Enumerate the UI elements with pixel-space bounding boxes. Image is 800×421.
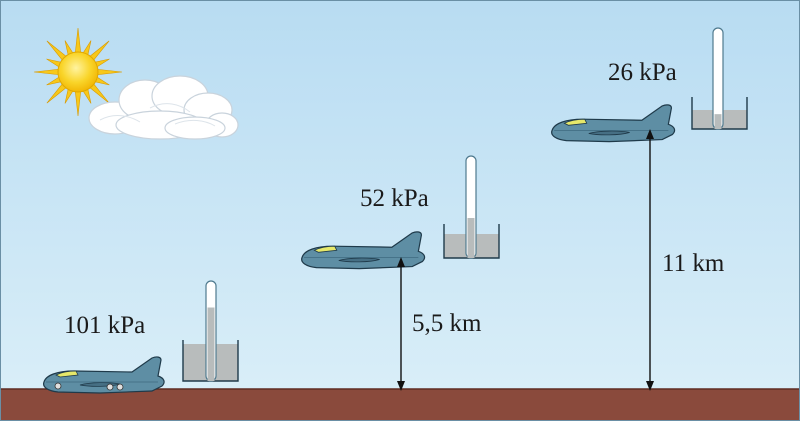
sun-icon [33,27,123,117]
cloud-icon [88,75,239,140]
altitude-label-high: 11 km [662,250,725,277]
pressure-label-high: 26 kPa [608,59,677,86]
barometer-icon [443,155,500,259]
ground [0,389,800,421]
altitude-label-mid: 5,5 km [412,310,482,337]
pressure-label-mid: 52 kPa [360,185,429,212]
barometer-icon [182,280,239,382]
airplane-icon [43,356,165,394]
pressure-label-ground: 101 kPa [64,312,146,339]
barometer-icon [691,27,748,130]
